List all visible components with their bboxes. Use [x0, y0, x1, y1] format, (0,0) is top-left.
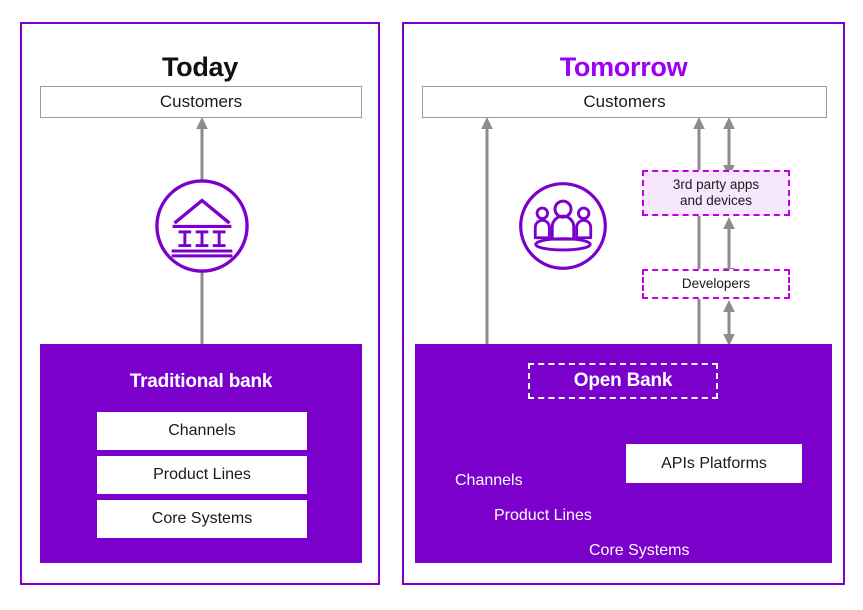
panel-tomorrow: Tomorrow Customers 3rd party apps and de…: [402, 22, 845, 585]
today-customers-box: Customers: [40, 86, 362, 118]
today-row-channels: Channels: [97, 412, 307, 450]
traditional-bank-title: Traditional bank: [129, 371, 273, 392]
developers-label: Developers: [681, 275, 751, 291]
third-party-apps-label-line2: and devices: [679, 193, 753, 208]
third-party-apps-box: 3rd party apps and devices: [642, 170, 790, 216]
developers-box: Developers: [642, 269, 790, 299]
third-party-apps-label: 3rd party apps and devices: [673, 177, 759, 209]
customers-people-icon: [519, 182, 607, 270]
panel-tomorrow-title: Tomorrow: [559, 52, 688, 82]
third-party-apps-label-line1: 3rd party apps: [672, 176, 760, 192]
traditional-bank-icon: [155, 179, 249, 273]
tomorrow-arrow-developers-openbank: [723, 300, 735, 346]
today-row-core-systems: Core Systems: [97, 500, 307, 538]
panel-today-title: Today: [161, 52, 238, 82]
tomorrow-label-channels: Channels: [455, 472, 523, 489]
today-row-product-lines: Product Lines: [97, 456, 307, 494]
open-bank-box: Open Bank: [528, 363, 718, 399]
today-row-core-systems-label: Core Systems: [151, 510, 253, 527]
today-customers-label: Customers: [159, 92, 243, 111]
tomorrow-label-core-systems: Core Systems: [589, 542, 690, 559]
tomorrow-connector-passthrough-line: [693, 117, 705, 346]
today-row-channels-label: Channels: [168, 422, 236, 439]
traditional-bank-block: Traditional bank Channels Product Lines …: [40, 344, 362, 563]
today-row-product-lines-label: Product Lines: [153, 466, 251, 483]
tomorrow-arrow-customers-thirdparty: [723, 117, 735, 177]
tomorrow-customers-label: Customers: [583, 92, 666, 111]
open-bank-label: Open Bank: [573, 369, 673, 391]
tomorrow-label-product-lines: Product Lines: [494, 507, 592, 524]
tomorrow-connector-bank-to-customers: [481, 117, 493, 346]
tomorrow-customers-box: Customers: [422, 86, 827, 118]
apis-platforms-box: APIs Platforms: [626, 444, 802, 483]
apis-platforms-label: APIs Platforms: [661, 454, 767, 472]
open-bank-block: Open Bank APIs Platforms Channels Produc…: [415, 344, 832, 563]
panel-today: Today Customers: [20, 22, 380, 585]
